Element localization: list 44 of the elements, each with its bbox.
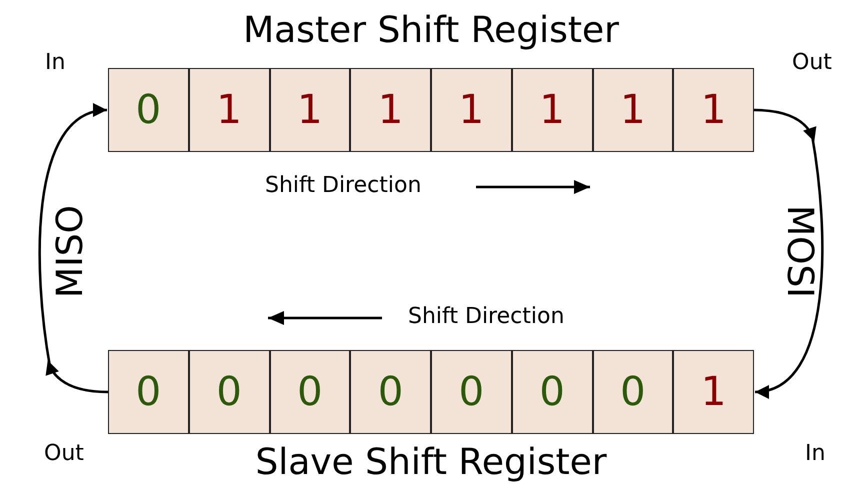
edge-label: MOSI xyxy=(778,204,820,298)
register-cell xyxy=(592,350,674,434)
register-cell xyxy=(188,350,270,434)
bit-value: 0 xyxy=(136,369,162,415)
register-cell xyxy=(431,68,512,152)
register-cell xyxy=(350,350,431,434)
register-cell xyxy=(270,350,350,434)
bit-value: 0 xyxy=(216,369,242,415)
register-cell xyxy=(350,68,431,152)
register-cell xyxy=(512,350,592,434)
register-title: Master Shift Register xyxy=(243,10,619,51)
out-label: Out xyxy=(792,50,832,75)
register-cell xyxy=(270,68,350,152)
bit-value: 1 xyxy=(216,87,242,133)
bit-value: 0 xyxy=(620,369,646,415)
out-label: Out xyxy=(44,441,84,466)
register-cell xyxy=(188,68,270,152)
in-label: In xyxy=(805,441,826,466)
bit-value: 0 xyxy=(136,87,162,133)
bit-value: 0 xyxy=(297,369,323,415)
bit-value: 1 xyxy=(539,87,565,133)
bit-value: 0 xyxy=(539,369,565,415)
bit-value: 1 xyxy=(700,87,726,133)
in-label: In xyxy=(45,50,66,75)
register-cell xyxy=(431,350,512,434)
shift-direction-label: Shift Direction xyxy=(408,304,564,329)
bit-value: 1 xyxy=(620,87,646,133)
register-title: Slave Shift Register xyxy=(255,442,607,483)
connector-arrow xyxy=(38,103,108,394)
bit-value: 1 xyxy=(700,369,726,415)
bit-value: 0 xyxy=(378,369,404,415)
bit-value: 0 xyxy=(458,369,484,415)
bit-value: 1 xyxy=(297,87,323,133)
edge-label: MISO xyxy=(49,204,90,298)
bit-value: 1 xyxy=(458,87,484,133)
register-cell xyxy=(592,68,674,152)
register-cell xyxy=(512,68,592,152)
register-cell xyxy=(108,350,189,434)
connector-arrow xyxy=(754,108,824,399)
bit-value: 1 xyxy=(378,87,404,133)
register-cell xyxy=(673,350,754,434)
register-cell xyxy=(673,68,754,152)
shift-direction-label: Shift Direction xyxy=(265,173,422,198)
register-cell xyxy=(108,68,189,152)
